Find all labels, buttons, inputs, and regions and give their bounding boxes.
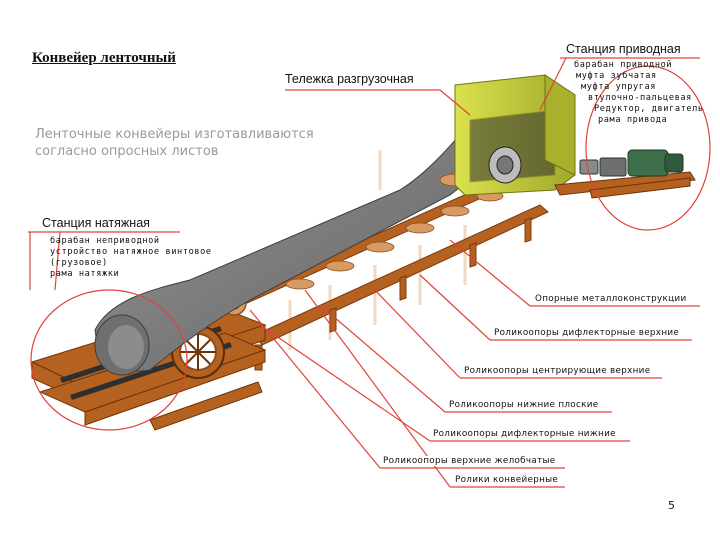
callout-label: Роликоопоры верхние желобчатые [383,456,555,466]
tension-station-item: устройство натяжное винтовое [50,247,212,258]
drive-station-item: Редуктор, двигатель [594,104,704,115]
callout-label: Роликоопоры центрирующие верхние [464,366,650,376]
callout-label: Опорные металлоконструкции [535,294,686,304]
callout-label: Ролики конвейерные [455,475,558,485]
tension-station-item: (грузовое) [50,258,108,269]
page-number: 5 [668,499,675,512]
callout-label: Роликоопоры дифлекторные нижние [433,429,616,439]
drive-station-heading: Станция приводная [566,42,681,56]
drive-station-item: рама привода [598,115,667,126]
drive-pulley [489,147,521,183]
tension-station-heading: Станция натяжная [42,216,150,230]
callout-label: Роликоопоры нижние плоские [449,400,598,410]
motor [580,150,683,176]
drive-station-item: барабан приводной [574,60,672,71]
callout-label: Роликоопоры дифлекторные верхние [494,328,679,338]
slide-subtitle: Ленточные конвейеры изготавливаются согл… [35,126,335,160]
unloading-cart-heading: Тележка разгрузочная [285,72,414,86]
tension-station-item: барабан неприводной [50,236,160,247]
drive-station-item: муфта упругая [581,82,656,93]
tension-station-item: рама натяжки [50,269,119,280]
drive-station-item: муфта зубчатая [576,71,657,82]
slide-title: Конвейер ленточный [32,50,176,67]
drive-station-item: втулочно-пальцевая [588,93,692,104]
